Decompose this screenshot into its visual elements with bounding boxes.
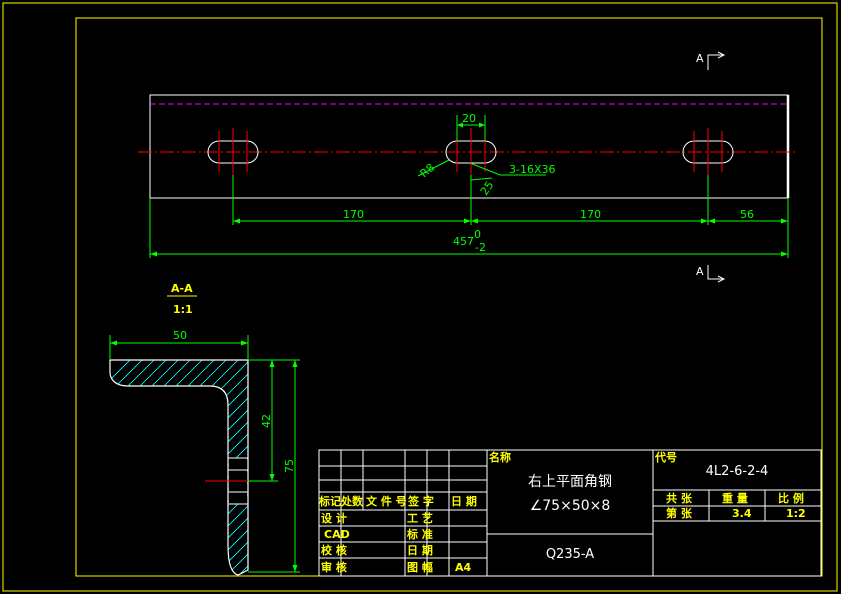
dim-end: 56: [740, 208, 754, 221]
tb-sheet-size-value: A4: [455, 561, 472, 574]
hatch-line: [416, 350, 656, 590]
section-title: A-A: [171, 282, 193, 295]
hatch-line: [404, 350, 644, 590]
hatch-line: [260, 350, 500, 590]
tb-weight-label: 重 量: [722, 491, 748, 505]
tb-label-design: 设 计: [321, 511, 347, 525]
dim-span-2: 170: [580, 208, 601, 221]
dim-total-lower-tol: -2: [475, 241, 486, 254]
tb-label-cad: CAD: [324, 528, 350, 541]
tb-header-mark: 标记: [318, 494, 341, 508]
tb-label-review: 审 核: [321, 560, 347, 574]
dim-total-upper-tol: 0: [474, 228, 481, 241]
hatch-line: [284, 350, 524, 590]
front-view: 20 R8 3-16X36 25 170 170 56 457 0 -2: [138, 94, 796, 258]
dimension-arrows: [150, 122, 788, 257]
section-hatch: [110, 350, 728, 590]
tb-header-signature: 签 字: [407, 494, 434, 508]
dimension-lines: [149, 115, 789, 258]
section-marker-top: A: [696, 51, 726, 70]
tb-part-spec: ∠75×50×8: [530, 498, 611, 514]
tb-name-label: 名称: [489, 450, 511, 464]
tb-label-sheet-size: 图 幅: [407, 560, 433, 574]
hatch-line: [320, 350, 560, 590]
dim-offset: 25: [478, 179, 497, 198]
dim-section-hole-height: 42: [260, 414, 273, 428]
tb-header-count: 处数: [340, 494, 364, 508]
angle-outline: [109, 359, 249, 576]
dim-section-height: 75: [283, 459, 296, 473]
tb-header-doc-no: 文 件 号: [366, 494, 407, 508]
hatch-line: [272, 350, 512, 590]
tb-sheet-label: 第 张: [666, 506, 693, 520]
dim-radius: R8: [418, 161, 438, 180]
slot-left: [207, 128, 259, 175]
tb-weight-value: 3.4: [732, 507, 752, 520]
dim-section-width: 50: [173, 329, 187, 342]
tb-header-date: 日 期: [451, 494, 477, 508]
tb-label-date: 日 期: [407, 543, 433, 557]
dim-slot-spec: 3-16X36: [509, 163, 556, 176]
tb-code-label: 代号: [654, 450, 677, 464]
hatch-line: [332, 350, 572, 590]
dim-span-1: 170: [343, 208, 364, 221]
dim-total: 457: [453, 235, 474, 248]
tb-label-process: 工 艺: [407, 511, 433, 525]
hatch-line: [476, 350, 716, 590]
section-marker-top-label: A: [696, 52, 704, 65]
slot-right: [682, 128, 734, 175]
hatch-line: [199, 360, 248, 575]
hatch-line: [488, 350, 728, 590]
tb-part-name: 右上平面角钢: [528, 474, 612, 490]
tb-total-sheets-label: 共 张: [666, 491, 693, 505]
hatch-line: [110, 360, 141, 575]
section-marker-bottom-label: A: [696, 265, 704, 278]
bar-outline: [149, 94, 789, 199]
tb-label-check: 校 核: [321, 543, 347, 557]
tb-label-standard: 标 准: [406, 527, 433, 541]
tb-scale-value: 1:2: [786, 507, 806, 520]
section-marker-bottom: A: [696, 265, 726, 283]
dim-slot-width: 20: [462, 112, 476, 125]
tb-material: Q235-A: [546, 547, 594, 562]
title-block: 标记 处数 文 件 号 签 字 日 期 设 计 CAD 校 核 审 核 工 艺 …: [318, 449, 822, 577]
tb-code-value: 4L2-6-2-4: [706, 464, 769, 479]
section-scale: 1:1: [173, 303, 193, 316]
tb-scale-label: 比 例: [778, 491, 804, 505]
section-view: 50 42 75: [109, 329, 728, 590]
